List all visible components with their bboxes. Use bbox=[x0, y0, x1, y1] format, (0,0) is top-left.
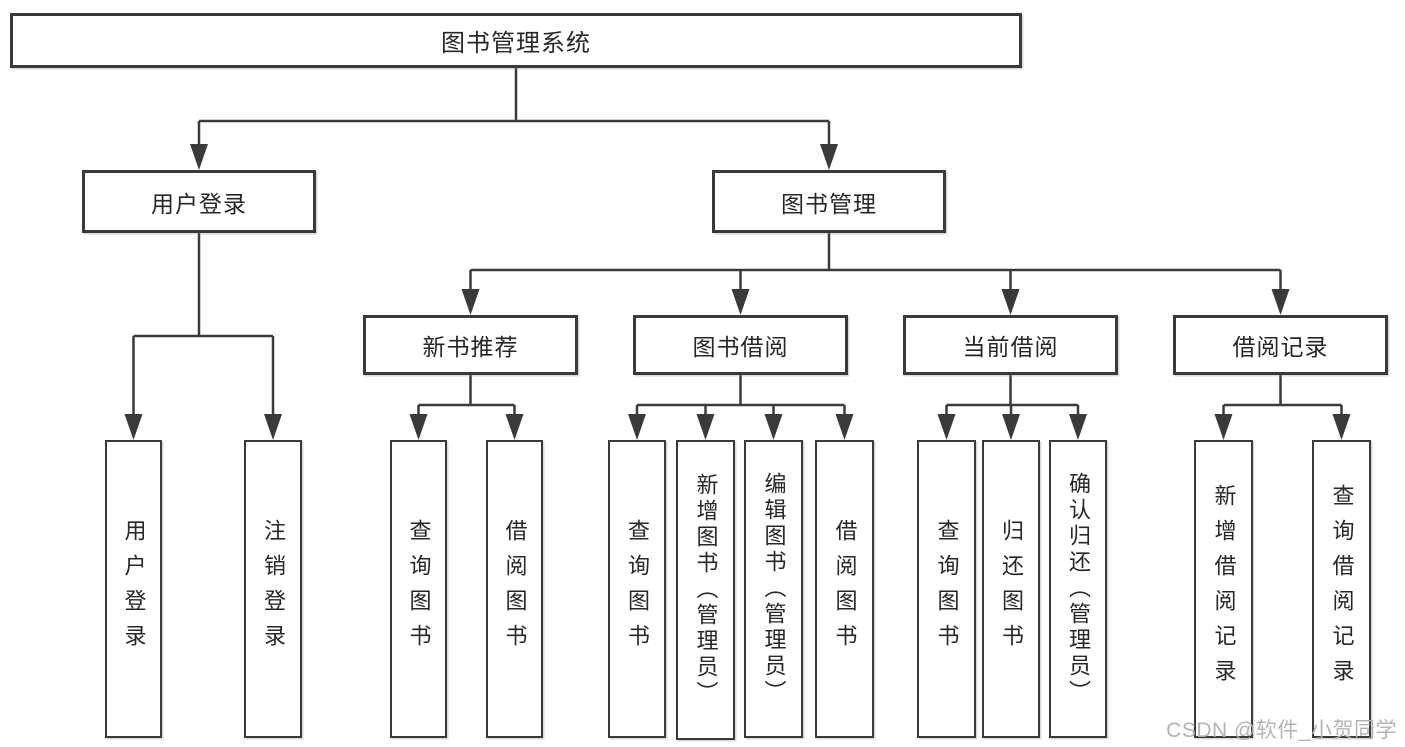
leaf-query-books-recommend: 查询图书 bbox=[390, 440, 447, 738]
node-label: 归还图书 bbox=[999, 519, 1024, 659]
leaf-logout: 注销登录 bbox=[244, 440, 302, 738]
csdn-watermark: CSDN @软件_小贺同学 bbox=[1166, 719, 1397, 742]
node-label: 注销登录 bbox=[261, 519, 286, 659]
node-label: 借阅图书 bbox=[502, 519, 528, 659]
node-label: 新书推荐 bbox=[422, 334, 519, 360]
arrowhead-icon bbox=[505, 414, 524, 440]
node-label: 借阅记录 bbox=[1232, 334, 1329, 360]
arrowhead-icon bbox=[820, 144, 838, 170]
node-current-borrowing: 当前借阅 bbox=[903, 315, 1118, 375]
node-label: 图书管理系统 bbox=[441, 30, 591, 57]
arrowhead-icon bbox=[1002, 414, 1020, 440]
leaf-add-borrow-record: 新增借阅记录 bbox=[1194, 440, 1253, 738]
leaf-return-books: 归还图书 bbox=[982, 440, 1040, 738]
arrowhead-icon bbox=[628, 414, 646, 440]
node-label: 查询借阅记录 bbox=[1329, 484, 1355, 694]
arrowhead-icons bbox=[124, 144, 1351, 440]
node-label: 新增借阅记录 bbox=[1211, 484, 1237, 694]
leaf-query-borrow-record: 查询借阅记录 bbox=[1312, 440, 1371, 738]
node-label: 查询图书 bbox=[934, 519, 960, 659]
node-label: 图书管理 bbox=[781, 190, 877, 217]
arrowhead-icon bbox=[461, 289, 480, 315]
leaf-add-books-admin: 新增图书（管理员） bbox=[676, 440, 735, 740]
node-label: 用户登录 bbox=[151, 190, 247, 217]
node-label: 图书借阅 bbox=[692, 334, 789, 360]
node-label: 用户登录 bbox=[121, 519, 147, 659]
leaf-borrow-books-recommend: 借阅图书 bbox=[486, 440, 543, 738]
leaf-user-login: 用户登录 bbox=[105, 440, 162, 738]
leaf-edit-books-admin: 编辑图书（管理员） bbox=[744, 440, 803, 738]
node-user-login: 用户登录 bbox=[82, 170, 316, 233]
leaf-query-books-borrowing: 查询图书 bbox=[608, 440, 666, 738]
arrowhead-icon bbox=[764, 414, 783, 440]
arrowhead-icon bbox=[731, 289, 750, 315]
node-new-book-recommendation: 新书推荐 bbox=[363, 315, 578, 375]
arrowhead-icon bbox=[190, 144, 208, 170]
arrowhead-icon bbox=[1069, 414, 1087, 440]
arrowhead-icon bbox=[409, 414, 428, 440]
arrowhead-icon bbox=[1214, 414, 1233, 440]
arrowhead-icon bbox=[124, 414, 143, 440]
node-label: 借阅图书 bbox=[832, 519, 858, 659]
arrowhead-icon bbox=[264, 414, 282, 440]
node-label: 查询图书 bbox=[625, 519, 650, 659]
node-label: 编辑图书（管理员） bbox=[761, 472, 787, 706]
arrowhead-icon bbox=[1332, 414, 1351, 440]
leaf-borrow-books-borrowing: 借阅图书 bbox=[815, 440, 874, 738]
arrowhead-icon bbox=[937, 414, 956, 440]
leaf-query-books-current: 查询图书 bbox=[917, 440, 976, 738]
node-label: 新增图书（管理员） bbox=[693, 473, 719, 707]
arrowhead-icon bbox=[835, 414, 854, 440]
leaf-confirm-return-admin: 确认归还（管理员） bbox=[1049, 440, 1107, 738]
node-label: 确认归还（管理员） bbox=[1066, 472, 1091, 706]
arrowhead-icon bbox=[1271, 289, 1290, 315]
node-label: 查询图书 bbox=[406, 519, 432, 659]
node-library-management-system: 图书管理系统 bbox=[10, 13, 1022, 68]
node-label: 当前借阅 bbox=[962, 334, 1059, 360]
arrowhead-icon bbox=[696, 414, 715, 440]
node-borrowing-records: 借阅记录 bbox=[1173, 315, 1388, 375]
node-book-borrowing: 图书借阅 bbox=[633, 315, 848, 375]
arrowhead-icon bbox=[1001, 289, 1020, 315]
node-book-management: 图书管理 bbox=[712, 170, 946, 233]
